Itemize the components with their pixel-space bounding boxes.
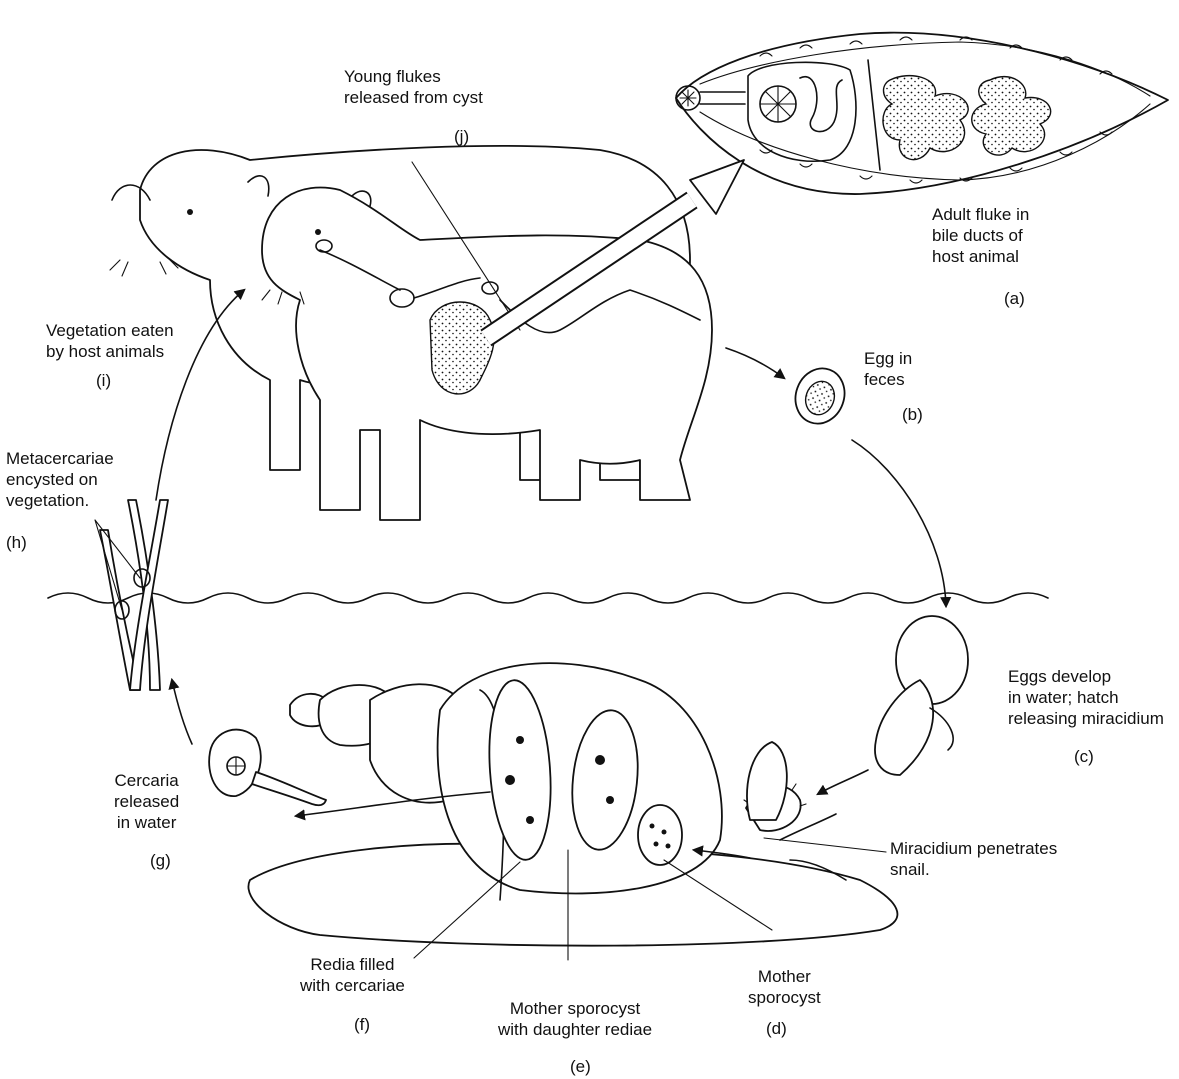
tag-f: (f)	[354, 1014, 370, 1035]
arrow-miracidium-to-snail	[818, 770, 868, 794]
label-miracidium-penetrates: Miracidium penetrates snail.	[890, 838, 1057, 880]
pointer-miracidium	[764, 838, 886, 852]
label-metacercariae: Metacercariae encysted on vegetation.	[6, 448, 114, 511]
adult-fluke-illustration	[676, 33, 1168, 194]
arrow-head-to-adult	[690, 160, 744, 214]
label-young-flukes: Young flukes released from cyst	[344, 66, 483, 108]
label-mother-sporocyst-daughter: Mother sporocyst with daughter rediae	[498, 998, 652, 1040]
cercaria-illustration	[209, 730, 326, 806]
tag-g: (g)	[150, 850, 171, 871]
tag-j: (j)	[454, 126, 469, 147]
tag-a: (a)	[1004, 288, 1025, 309]
hatching-egg-illustration	[875, 616, 968, 775]
label-adult-fluke: Adult fluke in bile ducts of host animal	[932, 204, 1029, 267]
egg-illustration	[788, 361, 852, 430]
arrow-cercaria-to-vegetation	[172, 680, 192, 744]
label-egg-in-feces: Egg in feces	[864, 348, 912, 390]
tag-i: (i)	[96, 370, 111, 391]
tag-c: (c)	[1074, 746, 1094, 767]
tag-e: (e)	[570, 1056, 591, 1077]
tag-b: (b)	[902, 404, 923, 425]
tag-h: (h)	[6, 532, 27, 553]
label-redia: Redia filled with cercariae	[300, 954, 405, 996]
arrow-egg-to-water	[852, 440, 946, 606]
label-cercaria-released: Cercaria released in water	[114, 770, 179, 833]
arrow-feces-to-egg	[726, 348, 784, 378]
water-surface-line	[48, 593, 1048, 603]
tag-d: (d)	[766, 1018, 787, 1039]
label-vegetation-eaten: Vegetation eaten by host animals	[46, 320, 174, 362]
label-mother-sporocyst: Mother sporocyst	[748, 966, 821, 1008]
label-eggs-develop: Eggs develop in water; hatch releasing m…	[1008, 666, 1164, 729]
vegetation-illustration	[95, 500, 168, 690]
